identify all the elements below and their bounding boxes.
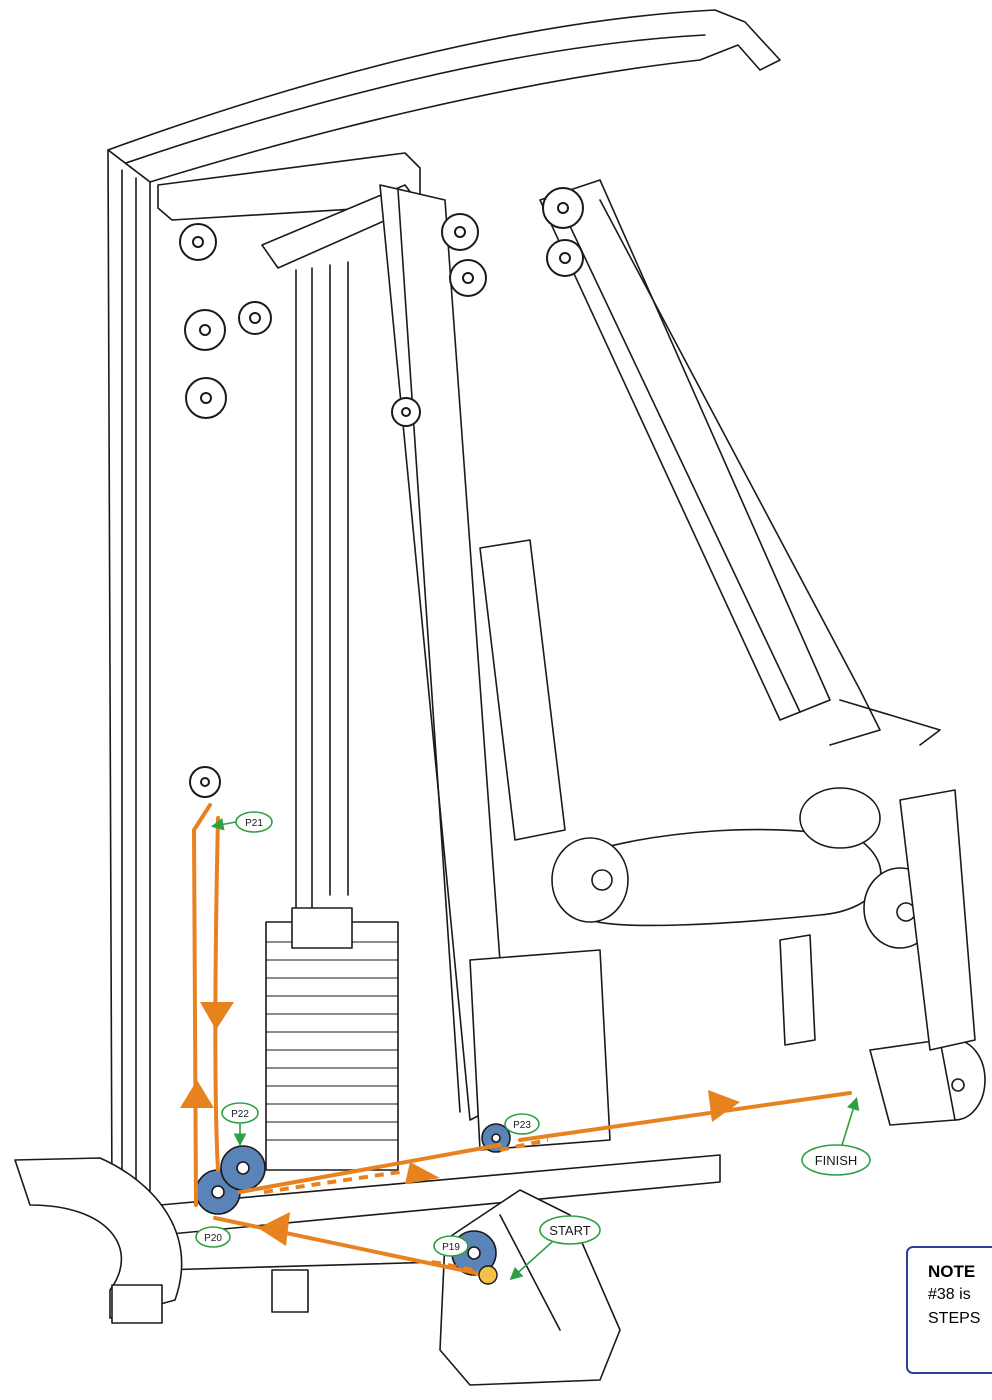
upper-pulleys <box>179 187 584 798</box>
callout-p21: P21 <box>210 811 273 833</box>
label-finish: FINISH <box>815 1153 858 1168</box>
start-knob <box>478 1265 498 1285</box>
label-p21: P21 <box>245 818 263 829</box>
callout-finish: FINISH <box>801 1096 871 1176</box>
label-start: START <box>549 1223 590 1238</box>
machine-frame <box>14 9 986 1386</box>
note-box: NOTE #38 is STEPS <box>906 1246 992 1374</box>
note-line-2: STEPS <box>928 1310 981 1327</box>
callout-p20: P20 <box>195 1226 231 1248</box>
cable-dashed-segments <box>263 1138 549 1275</box>
callout-p22: P22 <box>221 1102 259 1147</box>
callout-p23: P23 <box>504 1113 540 1135</box>
label-p20: P20 <box>204 1233 222 1244</box>
callout-p19: P19 <box>433 1235 469 1257</box>
cable-direction-arrows <box>180 1002 740 1246</box>
note-title: NOTE <box>928 1262 976 1281</box>
note-line-1: #38 is <box>928 1286 971 1303</box>
label-p19: P19 <box>442 1242 460 1253</box>
callout-start: START <box>509 1215 601 1281</box>
label-p23: P23 <box>513 1120 531 1131</box>
label-p22: P22 <box>231 1109 249 1120</box>
